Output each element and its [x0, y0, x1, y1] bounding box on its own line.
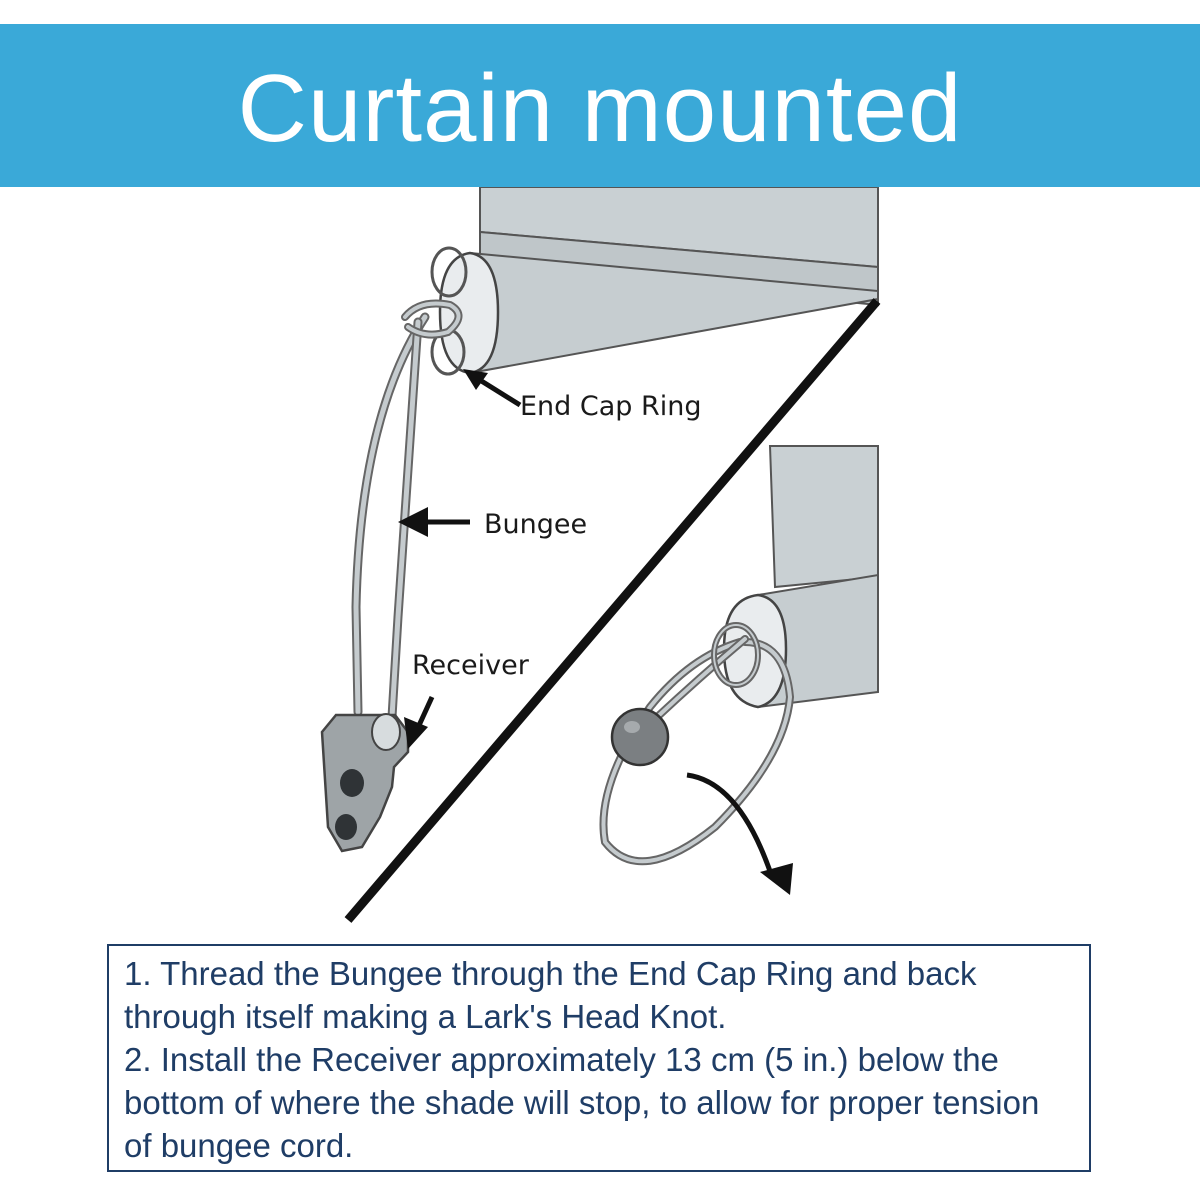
installation-diagram: End Cap Ring Bungee Receiver [320, 187, 881, 923]
ball-bungee [599, 622, 795, 866]
end-cap-ring-arrow-icon [463, 369, 522, 408]
instruction-step-1: 1. Thread the Bungee through the End Cap… [124, 955, 977, 1035]
receiver-bracket [320, 713, 410, 853]
receiver-label: Receiver [412, 650, 530, 681]
bungee-cord [351, 299, 463, 722]
instruction-step-2: 2. Install the Receiver approximately 13… [124, 1041, 1040, 1164]
bungee-arrow-icon [398, 507, 470, 537]
shade-roller-lower [722, 445, 879, 709]
bungee-label: Bungee [484, 509, 587, 540]
divider-line [344, 298, 881, 923]
instructions-box: 1. Thread the Bungee through the End Cap… [107, 944, 1091, 1172]
end-cap-ring [430, 246, 468, 298]
page-title: Curtain mounted [237, 54, 963, 162]
receiver-arrow-icon [404, 695, 435, 749]
curved-arrow-icon [686, 772, 793, 895]
shade-roller-upper [438, 187, 879, 375]
title-banner: Curtain mounted [0, 24, 1200, 187]
bungee-ball-icon [610, 707, 670, 767]
end-cap-ring-label: End Cap Ring [520, 391, 702, 422]
